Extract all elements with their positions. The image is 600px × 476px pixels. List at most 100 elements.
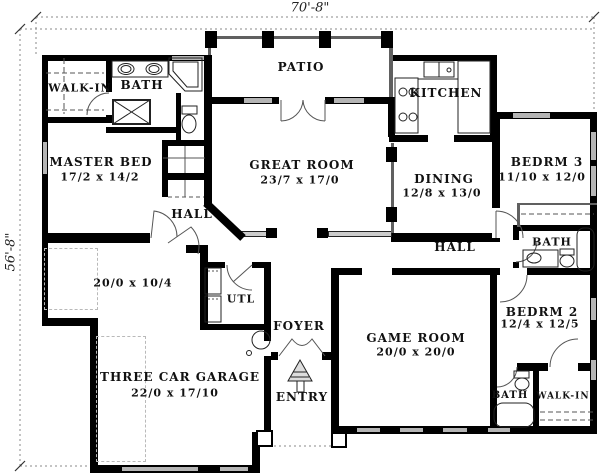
window xyxy=(244,98,272,103)
wall xyxy=(204,55,212,205)
porch-pier xyxy=(256,430,273,447)
knee-wall xyxy=(328,231,392,237)
room-label-hall-upper: HALL xyxy=(171,207,213,221)
wall xyxy=(533,368,539,434)
room-label-bath-hall: BATH xyxy=(532,235,572,249)
window xyxy=(513,113,550,118)
window xyxy=(488,428,510,432)
wall xyxy=(42,117,108,123)
room-dims-bedrm3: 11/10 x 12/0 xyxy=(498,170,586,184)
wall xyxy=(513,225,597,231)
door-opening xyxy=(362,268,392,275)
room-label-hall-lower: HALL xyxy=(434,240,476,254)
room-label-bedrm2: BEDRM 2 xyxy=(505,305,579,319)
door-opening xyxy=(513,240,519,262)
window xyxy=(591,298,596,320)
overall-width-dimension: 70'-8" xyxy=(290,0,330,16)
flex-area-outline xyxy=(44,248,98,310)
room-label-master-bed: MASTER BED xyxy=(49,155,153,169)
wall xyxy=(106,55,112,92)
room-label-walk-in-master: WALK-IN xyxy=(48,81,112,95)
wall xyxy=(90,318,98,473)
wall xyxy=(388,97,395,137)
wall xyxy=(331,268,597,275)
wall xyxy=(391,55,497,61)
room-label-utility: UTL xyxy=(226,292,256,306)
window xyxy=(400,428,423,432)
wall xyxy=(200,324,271,330)
window xyxy=(43,142,47,174)
door-opening xyxy=(150,233,178,243)
room-dims-great-room: 23/7 x 17/0 xyxy=(260,173,340,187)
wall xyxy=(264,262,271,330)
room-label-bath-master: BATH xyxy=(120,78,164,92)
wall-post xyxy=(317,228,328,238)
room-label-walk-in-2: WALK-IN xyxy=(536,391,590,402)
wall xyxy=(186,245,204,253)
room-label-great-room: GREAT ROOM xyxy=(249,158,355,172)
wall xyxy=(391,233,498,242)
wall xyxy=(264,330,271,432)
porch-pier xyxy=(331,432,347,448)
room-dims-garage: 22/0 x 17/10 xyxy=(131,386,219,400)
wall-post xyxy=(266,228,277,238)
wall xyxy=(322,352,336,360)
wall xyxy=(106,127,178,133)
room-label-patio: PATIO xyxy=(277,60,325,74)
colonnade-wall xyxy=(391,143,394,233)
door-opening xyxy=(497,363,517,371)
patio-pillar xyxy=(205,31,217,48)
window xyxy=(591,132,596,160)
wall xyxy=(106,115,112,123)
room-label-entry: ENTRY xyxy=(275,390,329,404)
wall xyxy=(162,146,168,197)
door-opening xyxy=(500,268,527,275)
wall xyxy=(162,140,209,146)
garage-door xyxy=(220,467,248,471)
wall xyxy=(200,245,208,330)
closet-wall xyxy=(517,203,520,227)
wall xyxy=(162,173,207,180)
room-dims-master-bed: 17/2 x 14/2 xyxy=(60,170,140,184)
room-dims-bedrm2: 12/4 x 12/5 xyxy=(500,317,580,331)
colonnade-pillar xyxy=(386,207,397,222)
room-label-dining: DINING xyxy=(414,172,474,186)
closet-wall xyxy=(519,203,597,205)
room-label-bedrm3: BEDRM 3 xyxy=(510,155,584,169)
door-opening xyxy=(428,135,454,142)
wall xyxy=(490,55,497,135)
overall-height-dimension: 56'-8" xyxy=(3,232,19,272)
door-opening xyxy=(225,262,252,268)
wall xyxy=(42,55,206,61)
wall xyxy=(252,432,260,473)
room-label-bath-2: BATH xyxy=(491,390,529,401)
garage-bay-outline xyxy=(96,336,146,462)
window xyxy=(443,428,467,432)
room-dims-flex-space: 20/0 x 10/4 xyxy=(93,276,173,290)
patio-pillar xyxy=(319,31,331,48)
door-opening xyxy=(264,341,271,356)
wall xyxy=(331,268,339,434)
window xyxy=(357,428,380,432)
window xyxy=(591,166,596,196)
room-dims-game-room: 20/0 x 20/0 xyxy=(376,345,456,359)
patio-wall xyxy=(389,39,393,97)
wall xyxy=(490,363,597,371)
room-label-game-room: GAME ROOM xyxy=(366,331,466,345)
room-label-garage: THREE CAR GARAGE xyxy=(100,370,260,384)
patio-wall xyxy=(208,36,392,39)
patio-pillar xyxy=(381,31,393,48)
room-label-kitchen: KITCHEN xyxy=(409,86,483,100)
wall xyxy=(42,55,48,326)
door-opening xyxy=(279,97,325,104)
room-label-foyer: FOYER xyxy=(273,319,325,333)
colonnade-pillar xyxy=(386,147,397,162)
door-opening xyxy=(548,363,578,371)
wall xyxy=(176,93,181,146)
patio-pillar xyxy=(262,31,274,48)
garage-door xyxy=(122,467,198,471)
wall xyxy=(490,268,497,434)
wall xyxy=(492,112,500,242)
